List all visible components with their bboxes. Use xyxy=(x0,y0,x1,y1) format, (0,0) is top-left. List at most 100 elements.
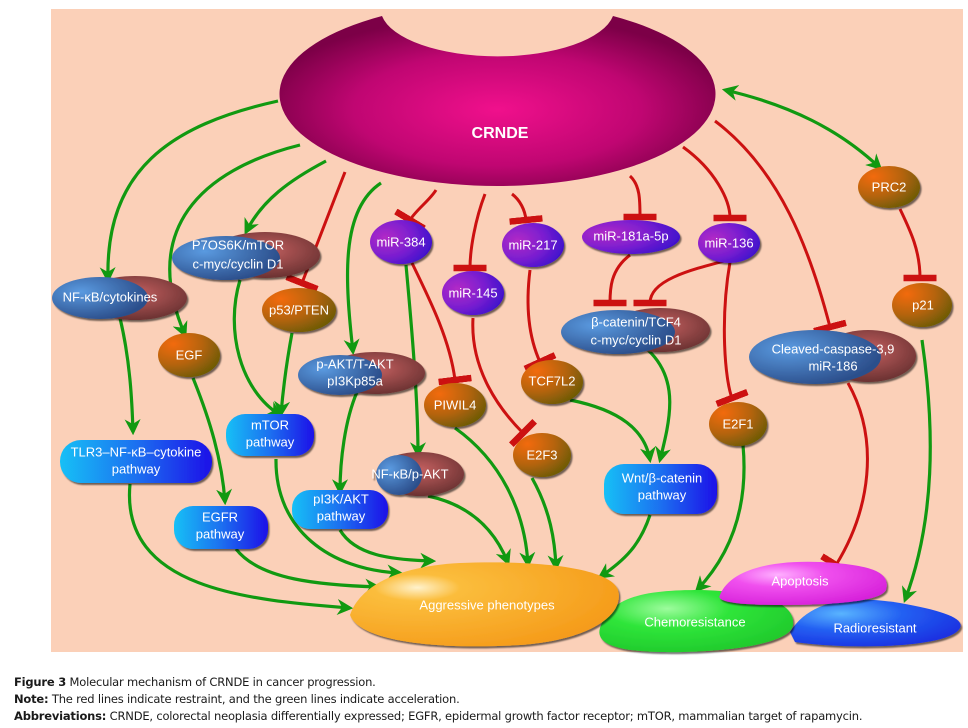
figure-label: Figure 3 xyxy=(14,675,67,689)
mir217-label: miR-217 xyxy=(508,237,557,252)
edge-p21-radio xyxy=(901,339,932,603)
p70s6k-label-2: c-myc/cyclin D1 xyxy=(192,256,283,271)
e2f1-label: E2F1 xyxy=(722,416,753,431)
figure-abbreviations: Abbreviations: CRNDE, colorectal neoplas… xyxy=(14,709,863,723)
edge-nfkb-tlr3 xyxy=(118,317,141,436)
node-p70s6k: P7OS6K/mTOR c-myc/cyclin D1 xyxy=(172,232,320,280)
pakt-label-2: pI3Kp85a xyxy=(327,373,383,388)
outcome-aggressive-phenotypes: Aggressive phenotypes xyxy=(350,562,619,647)
pathway-wnt: Wnt/β-catenin pathway xyxy=(604,464,717,514)
pathway-mtor: mTOR pathway xyxy=(226,414,314,456)
wnt-pathway-label-2: pathway xyxy=(638,487,687,502)
abbreviations-label: Abbreviations: xyxy=(14,709,107,723)
acceleration-lines xyxy=(99,85,932,615)
pathway-egfr: EGFR pathway xyxy=(174,506,268,549)
egfr-pathway-label-1: EGFR xyxy=(202,509,238,524)
restraint-lines xyxy=(285,119,937,577)
bcatenin-label-2: c-myc/cyclin D1 xyxy=(590,332,681,347)
note-label: Note: xyxy=(14,692,49,706)
crnde-mechanism-diagram: CRNDE xyxy=(51,9,963,653)
node-mir384: miR-384 xyxy=(370,220,432,264)
figure-note: Note: The red lines indicate restraint, … xyxy=(14,692,460,706)
edge-tlr3-aggressive xyxy=(127,483,354,615)
node-nfkb-pakt: NF-κB/p-AKT xyxy=(371,452,464,496)
tlr3-pathway-label-2: pathway xyxy=(112,461,161,476)
outcome-apoptosis: Apoptosis xyxy=(719,561,887,605)
chemoresistance-label: Chemoresistance xyxy=(644,614,745,629)
crnde-label: CRNDE xyxy=(472,125,529,142)
node-prc2: PRC2 xyxy=(858,166,920,208)
edge-crnde-p53 xyxy=(285,171,347,293)
piwil4-label: PIWIL4 xyxy=(434,397,477,412)
figure-text: Molecular mechanism of CRNDE in cancer p… xyxy=(66,675,376,689)
bcatenin-label-1: β-catenin/TCF4 xyxy=(591,314,681,329)
mtor-pathway-label-1: mTOR xyxy=(251,417,289,432)
node-e2f1: E2F1 xyxy=(709,402,767,446)
pathway-tlr3: TLR3–NF-κB–cytokine pathway xyxy=(60,440,212,483)
edge-egf-egfr xyxy=(191,377,233,506)
outcome-radioresistant: Radioresistant xyxy=(790,599,961,647)
figure-caption: Figure 3 Molecular mechanism of CRNDE in… xyxy=(14,675,376,689)
edge-mir136-e2f1 xyxy=(715,261,749,408)
node-e2f3: E2F3 xyxy=(513,433,571,477)
edge-crnde-mir145 xyxy=(453,193,487,272)
egfr-pathway-label-2: pathway xyxy=(196,526,245,541)
node-p21: p21 xyxy=(892,283,952,327)
tlr3-pathway-label-1: TLR3–NF-κB–cytokine xyxy=(71,444,202,459)
pathway-pi3k: pI3K/AKT pathway xyxy=(292,490,388,529)
node-egf: EGF xyxy=(158,333,220,377)
caspase-label-1: Cleaved-caspase-3,9 xyxy=(772,341,895,356)
edge-crnde-mir217 xyxy=(509,192,543,225)
radioresistant-label: Radioresistant xyxy=(833,620,916,635)
edge-mir181-bcatenin xyxy=(593,253,631,307)
pi3k-pathway-label-1: pI3K/AKT xyxy=(313,491,369,506)
note-text: The red lines indicate restraint, and th… xyxy=(48,692,460,706)
aggressive-phenotypes-label: Aggressive phenotypes xyxy=(419,597,555,612)
e2f3-label: E2F3 xyxy=(526,447,557,462)
nfkb-pakt-label: NF-κB/p-AKT xyxy=(371,466,448,481)
node-piwil4: PIWIL4 xyxy=(424,383,486,427)
edge-pi3k-aggressive xyxy=(338,529,437,569)
edge-crnde-mir136 xyxy=(682,145,747,222)
edge-crnde-mir181 xyxy=(623,174,657,221)
node-p53-pten: p53/PTEN xyxy=(262,288,336,332)
edge-crnde-nfkb xyxy=(99,99,279,284)
mir384-label: miR-384 xyxy=(376,234,425,249)
pi3k-pathway-label-2: pathway xyxy=(317,508,366,523)
tcf7l2-label: TCF7L2 xyxy=(529,373,576,388)
egf-label: EGF xyxy=(176,347,203,362)
edge-egfr-aggressive xyxy=(234,548,382,595)
edge-crnde-mir384 xyxy=(394,189,438,232)
edge-tcf7l2-wnt xyxy=(569,398,656,464)
crnde-node: CRNDE xyxy=(279,16,716,187)
node-nfkb-cytokines: NF-κB/cytokines xyxy=(52,276,187,320)
edge-wnt-aggressive xyxy=(597,514,652,579)
mir136-label: miR-136 xyxy=(704,235,753,250)
nfkb-cytokines-label: NF-κB/cytokines xyxy=(63,289,158,304)
edge-e2f1-chemo xyxy=(694,444,746,593)
prc2-label: PRC2 xyxy=(872,179,907,194)
edge-p70s6k-mtor xyxy=(232,279,283,417)
node-tcf7l2: TCF7L2 xyxy=(521,360,583,404)
edge-e2f3-aggressive xyxy=(530,477,564,572)
edge-mir384-piwil4 xyxy=(410,262,472,386)
edge-nfkbpakt-aggressive xyxy=(427,494,511,566)
edge-mtor-aggressive xyxy=(274,458,404,581)
node-mir136: miR-136 xyxy=(698,223,760,263)
node-mir181: miR-181a-5p xyxy=(582,220,680,254)
node-pakt: p-AKT/T-AKT pI3Kp85a xyxy=(298,352,425,395)
edge-crnde-caspase xyxy=(714,119,847,335)
mtor-pathway-label-2: pathway xyxy=(246,434,295,449)
p21-label: p21 xyxy=(912,297,934,312)
node-mir145: miR-145 xyxy=(442,271,504,315)
p53-pten-label: p53/PTEN xyxy=(269,302,329,317)
edge-caspase-apoptosis xyxy=(820,382,869,577)
node-mir217: miR-217 xyxy=(502,223,564,267)
edge-prc2-p21 xyxy=(898,208,937,282)
edge-mir217-tcf7l2 xyxy=(523,269,557,372)
wnt-pathway-label-1: Wnt/β-catenin xyxy=(622,470,702,485)
edge-mir145-e2f3 xyxy=(471,317,538,447)
outcome-chemoresistance: Chemoresistance xyxy=(599,590,794,653)
edge-p53-mtor xyxy=(274,332,294,418)
apoptosis-label: Apoptosis xyxy=(771,573,829,588)
